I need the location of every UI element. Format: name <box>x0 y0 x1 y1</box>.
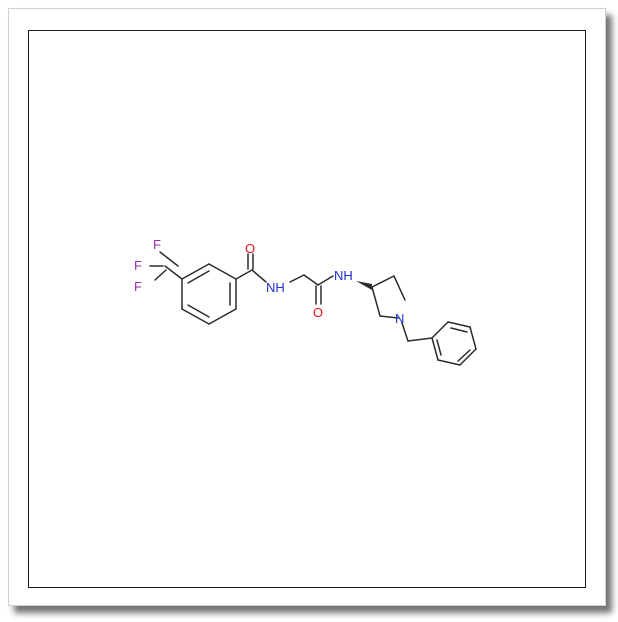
atom-label-nh1: NH <box>266 280 285 295</box>
bond <box>235 269 253 280</box>
structure-frame <box>28 30 586 588</box>
stereo-wedge-bond <box>356 281 372 290</box>
bond <box>401 322 409 342</box>
bond <box>187 270 210 284</box>
atom-label-f3: F <box>134 279 142 294</box>
bond <box>181 308 210 325</box>
atom-label-f2: F <box>134 258 142 273</box>
bond <box>407 337 433 342</box>
atom-label-f1: F <box>153 237 161 252</box>
bond <box>154 269 167 281</box>
bonds <box>149 251 477 366</box>
bond <box>431 337 439 361</box>
bond <box>459 348 477 366</box>
atom-label-n-ring: N <box>395 311 404 326</box>
atom-labels: F F F O NH O NH N <box>134 237 404 326</box>
bond <box>187 304 210 318</box>
bond <box>181 263 210 280</box>
bond <box>436 339 442 356</box>
bond <box>431 321 449 339</box>
bond <box>450 327 468 333</box>
bond <box>251 269 267 283</box>
bond <box>317 275 334 286</box>
bond <box>289 274 305 283</box>
atom-label-o1: O <box>245 241 255 256</box>
bond <box>371 275 395 288</box>
bond <box>447 321 471 328</box>
bond <box>303 274 319 286</box>
bond <box>371 286 381 317</box>
bond <box>208 308 237 325</box>
bond <box>469 326 477 350</box>
bond <box>379 315 399 319</box>
atom-label-nh2: NH <box>334 268 353 283</box>
bond <box>164 265 183 280</box>
bond <box>437 359 461 366</box>
bond <box>159 251 179 267</box>
bond <box>393 275 406 301</box>
atom-label-o2: O <box>313 305 323 320</box>
bond <box>457 349 471 362</box>
bond <box>208 263 237 280</box>
